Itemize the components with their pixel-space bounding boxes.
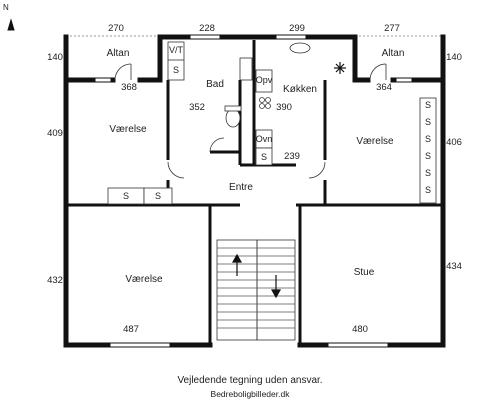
radiator-s-2: S: [154, 191, 162, 201]
compass-letter: N: [3, 3, 9, 12]
radiator-s-r5: S: [424, 168, 432, 178]
windows: [94, 34, 413, 348]
room-vaerelse-bottom: Værelse: [125, 274, 163, 285]
radiator-s-r2: S: [424, 117, 432, 127]
fixture-vt-label: V/T: [168, 45, 184, 55]
caption-disclaimer: Vejledende tegning uden ansvar.: [177, 375, 323, 386]
radiator-s-1: S: [122, 191, 130, 201]
dimension-stue: 480: [352, 324, 368, 335]
fixture-s-kokken: S: [260, 152, 268, 162]
dimension-entre: 239: [284, 151, 300, 162]
dimension-altan-left-width: 368: [121, 82, 137, 93]
dimension-left-vaerelse: 409: [47, 128, 63, 139]
fixtures: [107, 41, 437, 205]
room-kokken: Køkken: [283, 84, 317, 95]
staircase: [216, 239, 296, 341]
dimension-altan-right-width: 364: [376, 82, 392, 93]
fixture-ovn-label: Ovn: [255, 134, 273, 144]
dimension-bad: 352: [189, 102, 205, 113]
room-altan-right: Altan: [381, 48, 405, 59]
stove-icon: [334, 62, 346, 74]
room-bad: Bad: [206, 79, 224, 90]
dimension-kokken: 390: [276, 102, 292, 113]
dimension-vaerelse-bottom: 487: [123, 324, 139, 335]
stair-arrow-up-icon: [231, 253, 243, 276]
dimension-right-altan: 140: [446, 52, 462, 63]
room-vaerelse-right: Værelse: [356, 136, 394, 147]
dimension-left-altan: 140: [47, 52, 63, 63]
room-vaerelse-left: Værelse: [109, 124, 147, 135]
doors: [114, 63, 387, 179]
radiator-s-r1: S: [424, 100, 432, 110]
radiator-s-r6: S: [424, 185, 432, 195]
dimension-right-vaerelse: 406: [446, 137, 462, 148]
fixture-opv-label: Opv: [255, 75, 273, 85]
dimension-right-bottom: 434: [446, 261, 462, 272]
dimension-left-bottom: 432: [47, 275, 63, 286]
dimension-top-2: 228: [199, 23, 215, 34]
room-altan-left: Altan: [106, 48, 130, 59]
stair-arrow-down-icon: [270, 275, 282, 299]
compass-arrow-icon: [7, 18, 15, 31]
room-entre: Entre: [229, 182, 253, 193]
dimension-top-4: 277: [384, 23, 400, 34]
dimension-top-1: 270: [108, 23, 124, 34]
fixture-s-bad: S: [172, 65, 180, 75]
dimension-top-3: 299: [289, 23, 305, 34]
radiator-s-r4: S: [424, 151, 432, 161]
radiator-s-r3: S: [424, 134, 432, 144]
caption-source: Bedreboligbilleder.dk: [210, 389, 290, 399]
room-stue: Stue: [353, 267, 375, 278]
